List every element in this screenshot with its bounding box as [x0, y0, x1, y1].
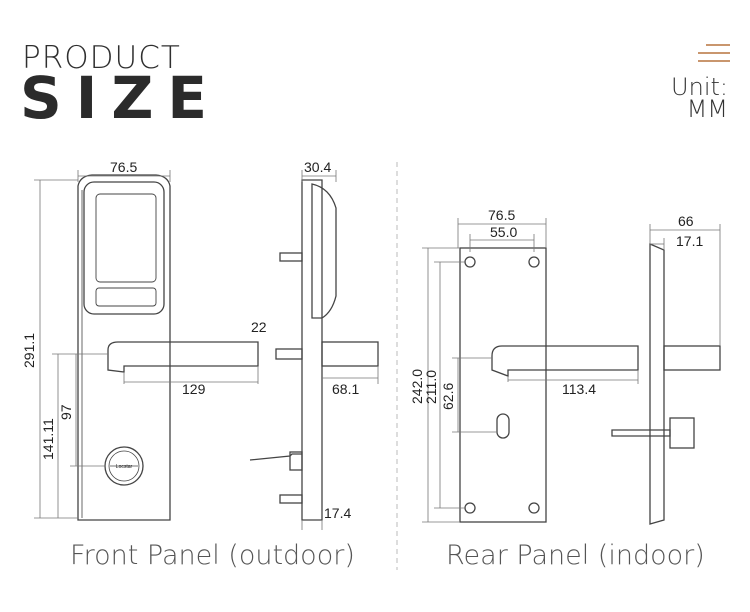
front-panel-caption: Front Panel (outdoor) — [70, 540, 355, 571]
card-reader — [83, 181, 165, 315]
title-product: PRODUCT — [22, 40, 181, 76]
rear-handle-length-label: 113.4 — [562, 381, 596, 397]
rear-panel-caption: Rear Panel (indoor) — [446, 540, 705, 571]
rear-depth-label: 66 — [678, 213, 694, 229]
front-handle-thickness-label: 22 — [251, 319, 267, 335]
front-handle-offset-label: 97 — [58, 404, 74, 420]
front-handle-projection-label: 68.1 — [332, 381, 359, 397]
keyhole — [496, 413, 510, 439]
rear-dim-lines — [422, 218, 721, 523]
rear-height-label: 242.0 — [409, 369, 425, 404]
front-handle — [107, 341, 259, 373]
menu-lines-icon[interactable] — [698, 44, 730, 64]
rear-plate-depth-label: 17.1 — [676, 233, 703, 249]
front-handle-height-label: 141.11 — [40, 418, 56, 460]
front-height-label: 291.1 — [21, 333, 37, 368]
front-depth-label: 30.4 — [304, 159, 331, 175]
rear-side-profile — [649, 243, 665, 525]
unit-label: Unit: MM — [671, 73, 728, 123]
unit-text: Unit: — [671, 73, 728, 101]
title-size: SIZE — [20, 64, 222, 132]
front-base-depth-label: 17.4 — [324, 505, 351, 521]
rear-handle-offset-label: 62.6 — [440, 383, 456, 410]
front-handle-length-label: 129 — [182, 381, 206, 397]
rear-handle — [491, 345, 639, 377]
rear-inner-width-label: 55.0 — [490, 224, 517, 240]
unit-value: MM — [686, 95, 728, 123]
brand-logo: Locstar — [116, 464, 133, 470]
front-plate — [77, 174, 171, 521]
rear-inner-height-label: 211.0 — [423, 370, 439, 404]
front-dim-lines — [34, 170, 379, 530]
rear-width-label: 76.5 — [488, 207, 515, 223]
rear-panel-drawing — [459, 243, 721, 525]
front-width-label: 76.5 — [110, 159, 137, 175]
rear-plate — [459, 247, 547, 523]
